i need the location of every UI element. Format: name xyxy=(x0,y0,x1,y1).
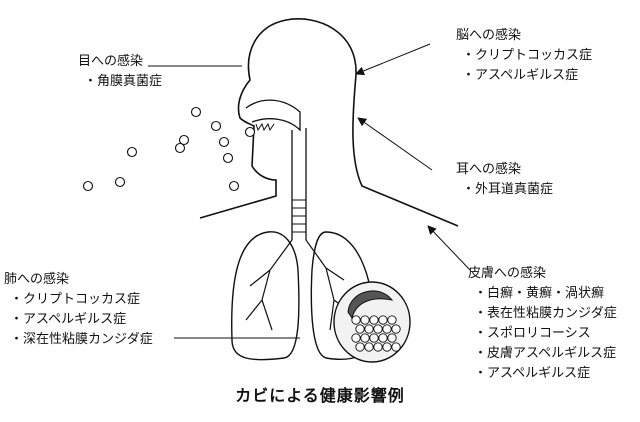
cluster-cell xyxy=(369,333,379,343)
cluster-cell xyxy=(387,333,397,343)
cluster-cell xyxy=(382,324,392,334)
cluster-cell xyxy=(373,342,383,352)
cluster-cell xyxy=(378,333,388,343)
eye-heading: 目への感染 xyxy=(78,54,144,69)
spore xyxy=(210,120,222,132)
spore xyxy=(190,106,202,118)
cluster-cell xyxy=(387,315,397,325)
spore-cluster xyxy=(351,315,401,352)
cluster-cell xyxy=(391,324,401,334)
cluster-cell xyxy=(351,333,361,343)
trachea-rings xyxy=(292,199,306,233)
brain-leader-arrow xyxy=(355,43,431,76)
lung-heading: 肺への感染 xyxy=(4,272,70,287)
eye-infection-label: 目への感染 ・角膜真菌症 xyxy=(78,52,162,92)
skin-item: ・表在性粘膜カンジダ症 xyxy=(474,306,617,321)
brain-item: ・クリプトコッカス症 xyxy=(462,48,593,63)
skin-infection-label: 皮膚への感染 ・白癬・黄癬・渦状癬 ・表在性粘膜カンジダ症 ・スポロリコーシス … xyxy=(468,264,617,384)
cluster-cell xyxy=(373,324,383,334)
brain-item: ・アスペルギルス症 xyxy=(462,68,579,83)
brain-heading: 脳への感染 xyxy=(456,28,522,43)
skin-leader-arrow xyxy=(427,225,471,271)
ear-heading: 耳への感染 xyxy=(456,162,522,177)
lung-item: ・深在性粘膜カンジダ症 xyxy=(10,332,153,347)
skin-item: ・アスペルギルス症 xyxy=(474,366,591,381)
brain-infection-label: 脳への感染 ・クリプトコッカス症 ・アスペルギルス症 xyxy=(456,26,592,86)
skin-heading: 皮膚への感染 xyxy=(468,266,547,281)
body-silhouette xyxy=(199,18,459,227)
ear-infection-label: 耳への感染 ・外耳道真菌症 xyxy=(456,160,553,200)
right-lung xyxy=(310,231,375,361)
teeth xyxy=(255,122,275,132)
left-lung xyxy=(231,231,300,361)
cluster-cell xyxy=(369,315,379,325)
skin-item: ・白癬・黄癬・渦状癬 xyxy=(474,286,605,301)
eye-item: ・角膜真菌症 xyxy=(84,74,163,89)
alveolar-sac xyxy=(347,290,394,320)
cluster-cell xyxy=(364,342,374,352)
ear-item: ・外耳道真菌症 xyxy=(462,182,554,197)
cluster-cell xyxy=(391,342,401,352)
lung-infection-label: 肺への感染 ・クリプトコッカス症 ・アスペルギルス症 ・深在性粘膜カンジダ症 xyxy=(4,270,153,350)
cluster-cell xyxy=(382,342,392,352)
spore xyxy=(222,152,234,164)
spore xyxy=(126,146,138,158)
spore xyxy=(218,136,230,148)
skin-item: ・皮膚アスペルギルス症 xyxy=(474,346,617,361)
airborne-spores xyxy=(82,106,256,192)
spore xyxy=(244,126,256,138)
cluster-cell xyxy=(360,315,370,325)
mouth-cavity xyxy=(245,99,301,132)
cluster-cell xyxy=(360,333,370,343)
lung-item: ・クリプトコッカス症 xyxy=(10,292,141,307)
spore xyxy=(228,180,240,192)
trachea xyxy=(291,128,307,240)
spore xyxy=(82,180,94,192)
cluster-cell xyxy=(355,342,365,352)
skin-item: ・スポロリコーシス xyxy=(474,326,591,341)
spore xyxy=(114,176,126,188)
spore xyxy=(174,142,186,154)
lung-item: ・アスペルギルス症 xyxy=(10,312,127,327)
cluster-cell xyxy=(378,315,388,325)
cluster-cell xyxy=(355,324,365,334)
cluster-cell xyxy=(351,315,361,325)
spore xyxy=(178,134,190,146)
ear-leader-arrow xyxy=(357,117,433,171)
figure-caption: カビによる健康影響例 xyxy=(235,386,405,405)
cluster-cell xyxy=(364,324,374,334)
